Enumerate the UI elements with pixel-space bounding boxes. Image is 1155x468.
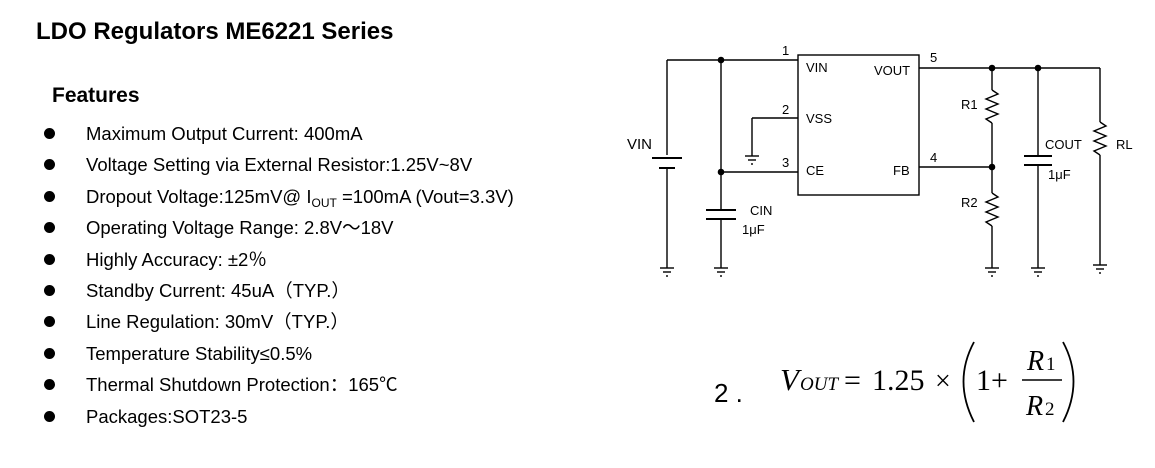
ic-body — [797, 54, 920, 196]
r2-label: R2 — [961, 195, 978, 210]
r1-resistor — [984, 89, 1000, 124]
vin-source-label: VIN — [627, 136, 652, 153]
formula-v: V — [780, 362, 802, 397]
feature-text: Maximum Output Current: 400mA — [86, 123, 363, 144]
r2-resistor — [984, 192, 1000, 227]
cin-value: 1μF — [742, 222, 765, 237]
bullet-icon — [44, 347, 55, 359]
application-circuit-diagram: VIN 1 VIN 2 VSS 3 CE 5 VOUT 4 FB CIN 1μF… — [627, 43, 1133, 277]
rl-resistor — [1092, 121, 1108, 156]
rl-label: RL — [1116, 137, 1133, 152]
dropout-subscript: OUT — [311, 195, 337, 210]
formula-denominator-subscript: 2 — [1045, 399, 1055, 420]
bullet-icon — [44, 222, 55, 234]
formula-denominator: R — [1025, 391, 1043, 422]
feature-text: Thermal Shutdown Protection：165℃ — [86, 374, 398, 396]
bullet-icon — [44, 379, 55, 391]
formula-numerator-subscript: 1 — [1046, 354, 1056, 375]
bullet-icon — [44, 128, 55, 139]
feature-text: Operating Voltage Range: 2.8V～18V — [86, 217, 394, 239]
formula-v-subscript: OUT — [800, 374, 839, 395]
feature-text: Temperature Stability≤0.5% — [86, 342, 313, 364]
bullet-icon — [44, 410, 55, 422]
ground-icon — [714, 267, 728, 277]
feature-text: Voltage Setting via External Resistor:1.… — [86, 154, 473, 176]
ground-icon — [745, 155, 759, 165]
pin-5-number: 5 — [930, 50, 937, 65]
bullet-icon — [44, 190, 55, 202]
pin-1-number: 1 — [782, 43, 789, 58]
junction-dot — [988, 163, 996, 171]
pin-ce-label: CE — [806, 163, 824, 178]
feature-text: Standby Current: 45uA（TYP.） — [86, 279, 350, 301]
pin-4-number: 4 — [930, 150, 937, 165]
formula-numerator: R — [1026, 346, 1044, 377]
pin-3-number: 3 — [782, 155, 789, 170]
pin-vout-label: VOUT — [874, 63, 910, 78]
ground-icon — [985, 267, 999, 277]
feature-text: Line Regulation: 30mV（TYP.） — [86, 311, 349, 333]
cin-label: CIN — [750, 203, 772, 218]
junction-dot — [717, 168, 725, 176]
formula-one-plus: 1+ — [976, 364, 1008, 397]
vout-formula: V OUT = 1.25 × 1+ R 1 R 2 — [780, 341, 1075, 423]
bullet-icon — [44, 159, 55, 171]
ground-icon — [1031, 267, 1045, 277]
formula-number: 2 . — [714, 378, 743, 408]
pin-vss-label: VSS — [806, 111, 832, 126]
bullet-icon — [44, 316, 55, 328]
r1-label: R1 — [961, 97, 978, 112]
formula-coefficient: 1.25 — [872, 364, 925, 397]
cout-value: 1μF — [1048, 167, 1071, 182]
formula-times: × — [935, 366, 951, 397]
feature-text-dropout: Dropout Voltage:125mV@ IOUT =100mA (Vout… — [86, 181, 514, 219]
pin-2-number: 2 — [782, 102, 789, 117]
pin-fb-label: FB — [893, 163, 910, 178]
feature-text: Highly Accuracy: ±2％ — [86, 248, 267, 270]
dropout-suffix: =100mA (Vout=3.3V) — [336, 185, 514, 207]
ground-icon — [660, 267, 674, 277]
page-title: LDO Regulators ME6221 Series — [36, 18, 394, 45]
pin-vin-label: VIN — [806, 60, 828, 75]
cout-label: COUT — [1045, 137, 1082, 152]
formula-equals: = — [844, 364, 861, 397]
bullet-icon — [44, 284, 55, 296]
ground-icon — [1093, 264, 1107, 274]
bullet-icon — [44, 253, 55, 265]
features-heading: Features — [52, 84, 140, 107]
dropout-prefix: Dropout Voltage:125mV@ I — [86, 185, 312, 207]
feature-text: Packages:SOT23-5 — [86, 405, 248, 427]
formula-right-paren — [1062, 341, 1075, 423]
formula-left-paren — [962, 341, 975, 423]
